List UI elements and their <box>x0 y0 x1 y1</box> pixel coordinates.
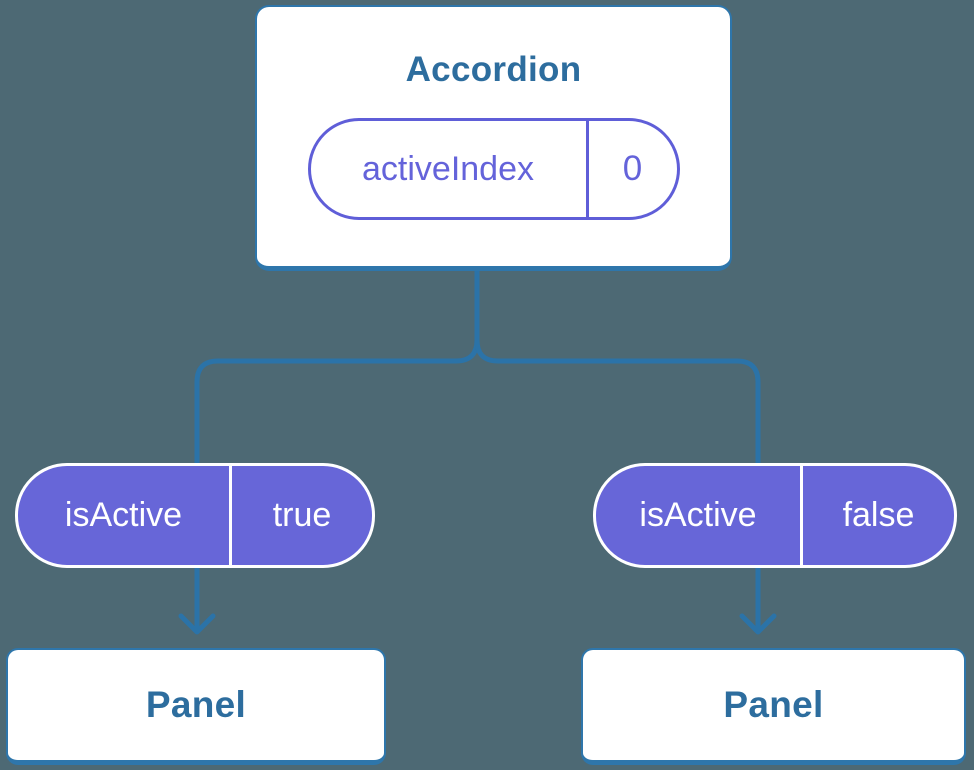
prop-pill-right: isActive false <box>593 463 957 568</box>
prop-pill-left: isActive true <box>15 463 375 568</box>
state-pill: activeIndex 0 <box>307 118 680 221</box>
prop-name: isActive <box>639 496 757 534</box>
state-value: 0 <box>622 149 643 189</box>
component-title: Accordion <box>405 50 582 89</box>
pill-divider <box>585 121 589 218</box>
connector-right-branch <box>474 261 761 631</box>
connector-left-branch <box>194 261 480 631</box>
component-title: Panel <box>723 683 824 725</box>
pill-divider <box>800 466 803 565</box>
arrowhead-right-icon <box>739 613 777 635</box>
pill-divider <box>229 466 232 565</box>
prop-name: isActive <box>64 496 183 534</box>
prop-value: false <box>842 496 915 534</box>
accordion-component-box: Accordion activeIndex 0 <box>255 5 732 271</box>
panel-component-box-left: Panel <box>6 648 386 765</box>
component-title: Panel <box>145 683 247 725</box>
state-name: activeIndex <box>362 149 534 188</box>
panel-component-box-right: Panel <box>581 648 966 765</box>
arrowhead-left-icon <box>178 613 216 635</box>
prop-value: true <box>272 496 332 534</box>
